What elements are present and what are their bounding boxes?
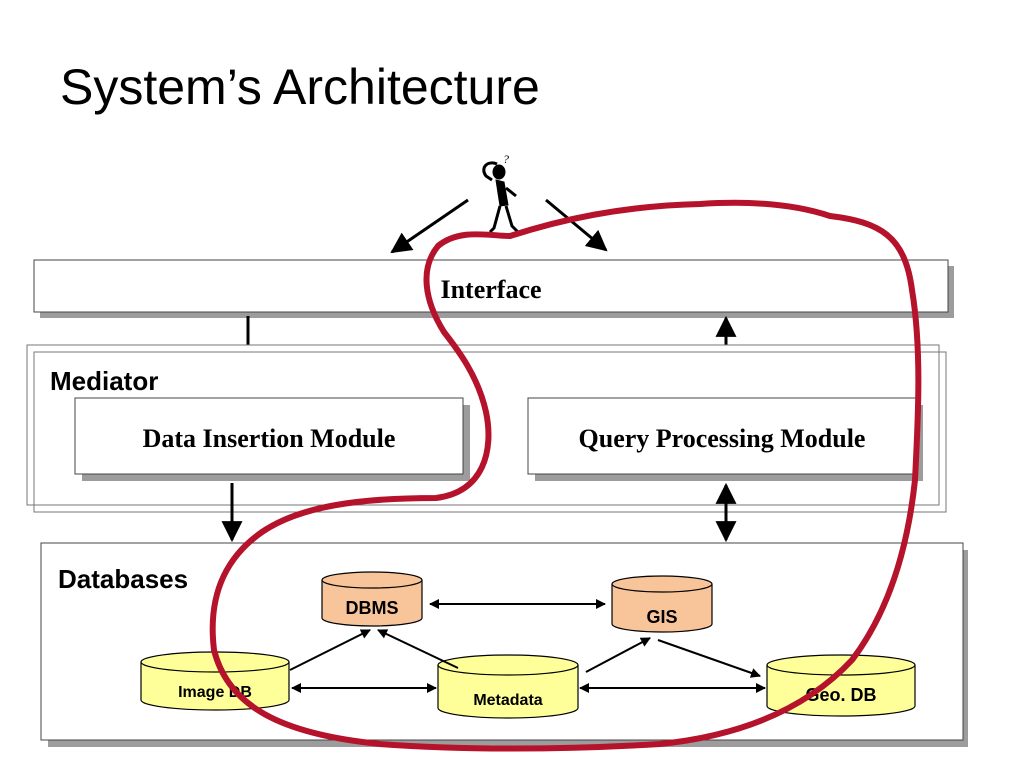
- annotation-loop: [209, 199, 922, 752]
- geo-db-cylinder: Geo. DB: [766, 654, 916, 717]
- user-arrows: [390, 198, 608, 254]
- geo-db-label: Geo. DB: [805, 685, 876, 705]
- data-insertion-module: Data Insertion Module: [143, 424, 396, 453]
- mediator-database-arrows: [221, 482, 737, 543]
- gis-cylinder: GIS: [611, 575, 713, 633]
- gis-label: GIS: [646, 607, 677, 627]
- image-db-cylinder: Image DB: [140, 651, 290, 711]
- database-link-arrows: [289, 599, 766, 693]
- metadata-label: Metadata: [473, 692, 542, 709]
- databases-label: Databases: [58, 564, 188, 594]
- interface-label: Interface: [440, 275, 541, 304]
- metadata-cylinder: Metadata: [437, 654, 579, 719]
- interface-box: Interface: [33, 259, 954, 318]
- dbms-label: DBMS: [346, 598, 399, 618]
- mediator-box: Mediator Data Insertion Module Query Pro…: [26, 344, 947, 513]
- page-title: System’s Architecture: [60, 59, 540, 115]
- mediator-label: Mediator: [50, 366, 158, 396]
- svg-text:?: ?: [503, 152, 509, 166]
- query-processing-module: Query Processing Module: [579, 424, 866, 453]
- dbms-cylinder: DBMS: [321, 571, 423, 627]
- thinking-person-icon: ?: [482, 152, 522, 236]
